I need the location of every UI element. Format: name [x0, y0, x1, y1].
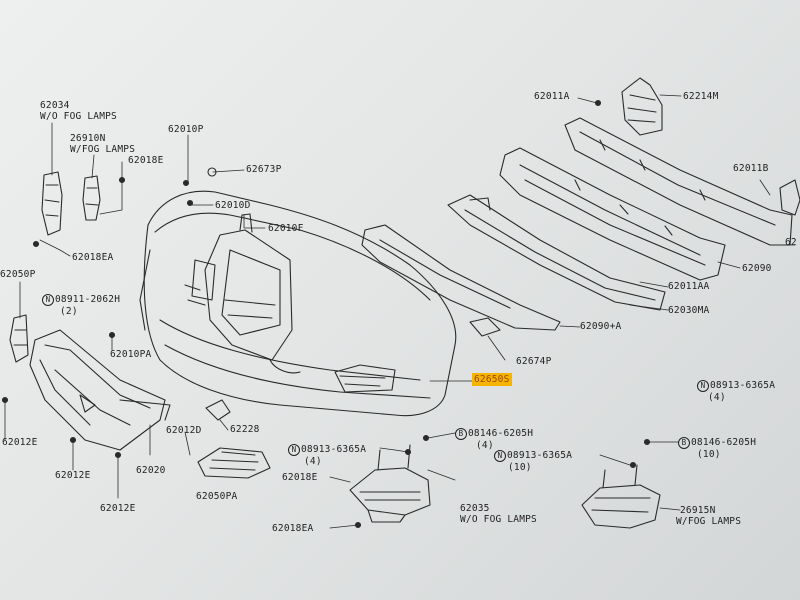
bracket-62674p-shape [469, 317, 501, 337]
nut-symbol: N [697, 380, 709, 392]
bracket-62214m-shape [621, 77, 663, 136]
part-label-62050p: 62050P [0, 269, 36, 280]
bolt-symbol: B [678, 437, 690, 449]
part-label-62010d: 62010D [215, 200, 251, 211]
quantity-10-b: (10) [697, 449, 721, 460]
part-label-62012e-b: 62012E [55, 470, 91, 481]
part-label-62674p: 62674P [516, 356, 552, 367]
part-label-62214m: 62214M [683, 91, 719, 102]
reinforcement-beam-shape [447, 194, 666, 311]
part-label-62012e-a: 62012E [2, 437, 38, 448]
grille-frame-shape [184, 213, 293, 361]
note-without-fog-lamps: W/O FOG LAMPS [40, 111, 117, 122]
part-number-08913-c: 08913-6365A [710, 380, 776, 391]
highlighted-part-62650s: 62650S [472, 373, 512, 386]
part-label-62018ea-bottom: 62018EA [272, 523, 314, 534]
quantity-4-c: (4) [708, 392, 726, 403]
part-label-62034: 62034 [40, 100, 70, 111]
part-label-62011a: 62011A [534, 91, 570, 102]
part-label-62011b: 62011B [733, 163, 769, 174]
absorber-62090-shape [499, 147, 726, 281]
note-with-fog-lamps-2: W/FOG LAMPS [676, 516, 742, 527]
lower-bracket-shape [349, 444, 431, 523]
quantity-2: (2) [60, 306, 78, 317]
part-label-26915n: 26915N [680, 505, 716, 516]
part-label-26910n: 26910N [70, 133, 106, 144]
part-label-62-cut: 62 [785, 237, 797, 248]
part-label-62018ea-top: 62018EA [72, 252, 114, 263]
nut-symbol: N [42, 294, 54, 306]
part-label-62030ma: 62030MA [668, 305, 710, 316]
bumper-fascia-shape [139, 190, 457, 417]
fog-bracket-left-shape [9, 171, 101, 363]
note-without-fog-lamps-2: W/O FOG LAMPS [460, 514, 537, 525]
part-number-08146-b: 08146-6205H [691, 437, 757, 448]
part-label-62012d: 62012D [166, 425, 202, 436]
part-label-62090: 62090 [742, 263, 772, 274]
quantity-4-b: (4) [476, 440, 494, 451]
leader-lines [4, 94, 796, 529]
part-label-62020: 62020 [136, 465, 166, 476]
lower-grille-shape [29, 329, 171, 451]
right-bracket-shape [581, 464, 661, 529]
armature-bar-shape [564, 117, 793, 246]
part-number-08913-b: 08913-6365A [507, 450, 573, 461]
stay-62011b-shape [779, 179, 800, 216]
part-label-62011aa: 62011AA [668, 281, 710, 292]
bolt-symbol: B [455, 428, 467, 440]
part-label-62035: 62035 [460, 503, 490, 514]
quantity-4-a: (4) [304, 456, 322, 467]
part-label-62010p: 62010P [168, 124, 204, 135]
energy-absorber-shape [361, 224, 561, 331]
part-label-62018e-top: 62018E [128, 155, 164, 166]
part-number-08913-a: 08913-6365A [301, 444, 367, 455]
part-label-62018e-bottom: 62018E [282, 472, 318, 483]
nut-symbol: N [288, 444, 300, 456]
quantity-10-a: (10) [508, 462, 532, 473]
note-with-fog-lamps: W/FOG LAMPS [70, 144, 136, 155]
part-label-62010f: 62010F [268, 223, 304, 234]
part-label-62090a: 62090+A [580, 321, 622, 332]
part-label-62673p: 62673P [246, 164, 282, 175]
part-label-62228: 62228 [230, 424, 260, 435]
part-label-62012e-c: 62012E [100, 503, 136, 514]
part-number-08911: 08911-2062H [55, 294, 121, 305]
part-label-62050pa: 62050PA [196, 491, 238, 502]
clip-62228-shape [205, 399, 231, 421]
nut-symbol: N [494, 450, 506, 462]
part-number-08146-a: 08146-6205H [468, 428, 534, 439]
part-label-62010pa: 62010PA [110, 349, 152, 360]
fog-cover-shape [197, 447, 271, 479]
part-label-62650s: 62650S [472, 373, 512, 386]
